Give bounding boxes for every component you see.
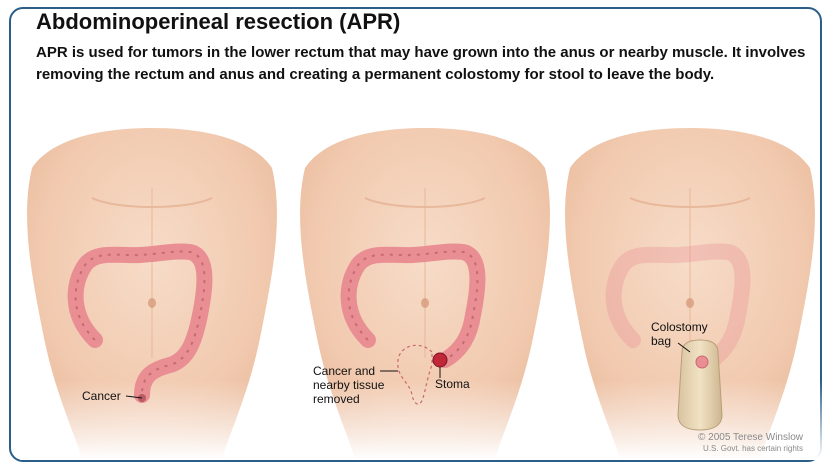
label-bag-1: Colostomy: [651, 320, 708, 334]
credit-line-1: © 2005 Terese Winslow: [698, 432, 804, 443]
colostomy-bag: [677, 339, 723, 431]
label-cancer: Cancer: [82, 389, 121, 403]
credit-line-2: U.S. Govt. has certain rights: [703, 444, 803, 453]
figure-description: APR is used for tumors in the lower rect…: [36, 44, 806, 83]
cancer-leader-line: [125, 395, 143, 399]
label-stoma: Stoma: [435, 377, 470, 391]
label-bag-2: bag: [651, 334, 671, 348]
bag-leader-line: [677, 342, 691, 353]
panel-1-before: Cancer: [20, 127, 290, 460]
stoma-in-bag: [695, 355, 709, 369]
removed-tissue-outline: [397, 344, 433, 405]
stoma-marker: [432, 352, 448, 368]
panel-3-colostomy: Colostomy bag: [558, 127, 823, 460]
figure-title: Abdominoperineal resection (APR): [36, 9, 401, 34]
label-removed-2: nearby tissue: [313, 378, 385, 392]
panel-2-after-resection: Cancer and nearby tissue removed Stoma: [292, 127, 562, 460]
label-removed-3: removed: [313, 392, 360, 406]
colon-faded: [605, 243, 751, 368]
label-removed-1: Cancer and: [313, 364, 375, 378]
colon-remaining: [340, 243, 486, 368]
